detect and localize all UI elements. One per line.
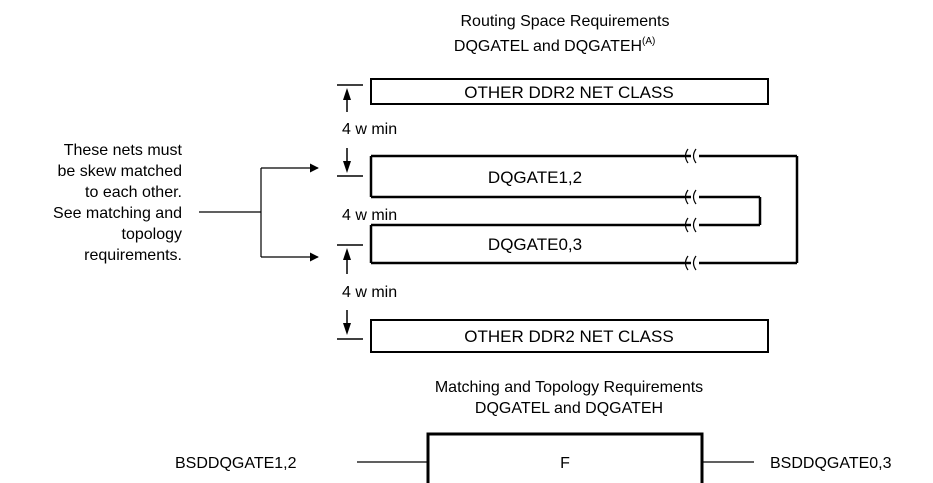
routing-title-footnote: (A): [642, 36, 655, 47]
other-net-class-label-bottom: OTHER DDR2 NET CLASS: [464, 327, 673, 346]
matching-left-label: BSDDQGATE1,2: [175, 455, 297, 472]
note-line-4: See matching and: [53, 205, 182, 222]
other-net-class-box-top: OTHER DDR2 NET CLASS: [370, 78, 769, 105]
note-line-3: to each other.: [85, 184, 182, 201]
note-line-2: be skew matched: [57, 163, 182, 180]
note-line-5: topology: [122, 226, 183, 243]
spacing-label-3: 4 w min: [342, 284, 397, 301]
spacing-label-1: 4 w min: [342, 121, 397, 138]
spacing-label-2: 4 w min: [342, 207, 397, 224]
routing-title-line2: DQGATEL and DQGATEH: [454, 38, 642, 55]
spacing-indicator-3: 4 w min: [337, 244, 397, 340]
skew-match-note: These nets must be skew matched to each …: [53, 142, 183, 264]
dqgate12-net: DQGATE1,2: [369, 154, 797, 199]
dqgate03-net: DQGATE0,3: [369, 223, 797, 265]
note-bracket-arrows: [199, 163, 319, 262]
matching-right-label: BSDDQGATE0,3: [770, 455, 892, 472]
other-net-class-label-top: OTHER DDR2 NET CLASS: [464, 83, 673, 102]
matching-title-line2: DQGATEL and DQGATEH: [475, 400, 663, 417]
net-loop-connections: [758, 156, 799, 263]
matching-box-label: F: [560, 455, 570, 472]
spacing-indicator-1: 4 w min: [337, 84, 397, 177]
routing-title-line1: Routing Space Requirements: [460, 13, 669, 30]
note-line-1: These nets must: [64, 142, 183, 159]
matching-box: F: [357, 432, 754, 483]
break-marks: [684, 148, 697, 271]
note-line-6: requirements.: [84, 247, 182, 264]
matching-title-line1: Matching and Topology Requirements: [435, 379, 703, 396]
dqgate03-label: DQGATE0,3: [488, 235, 582, 254]
dqgate12-label: DQGATE1,2: [488, 168, 582, 187]
other-net-class-box-bottom: OTHER DDR2 NET CLASS: [370, 319, 769, 353]
